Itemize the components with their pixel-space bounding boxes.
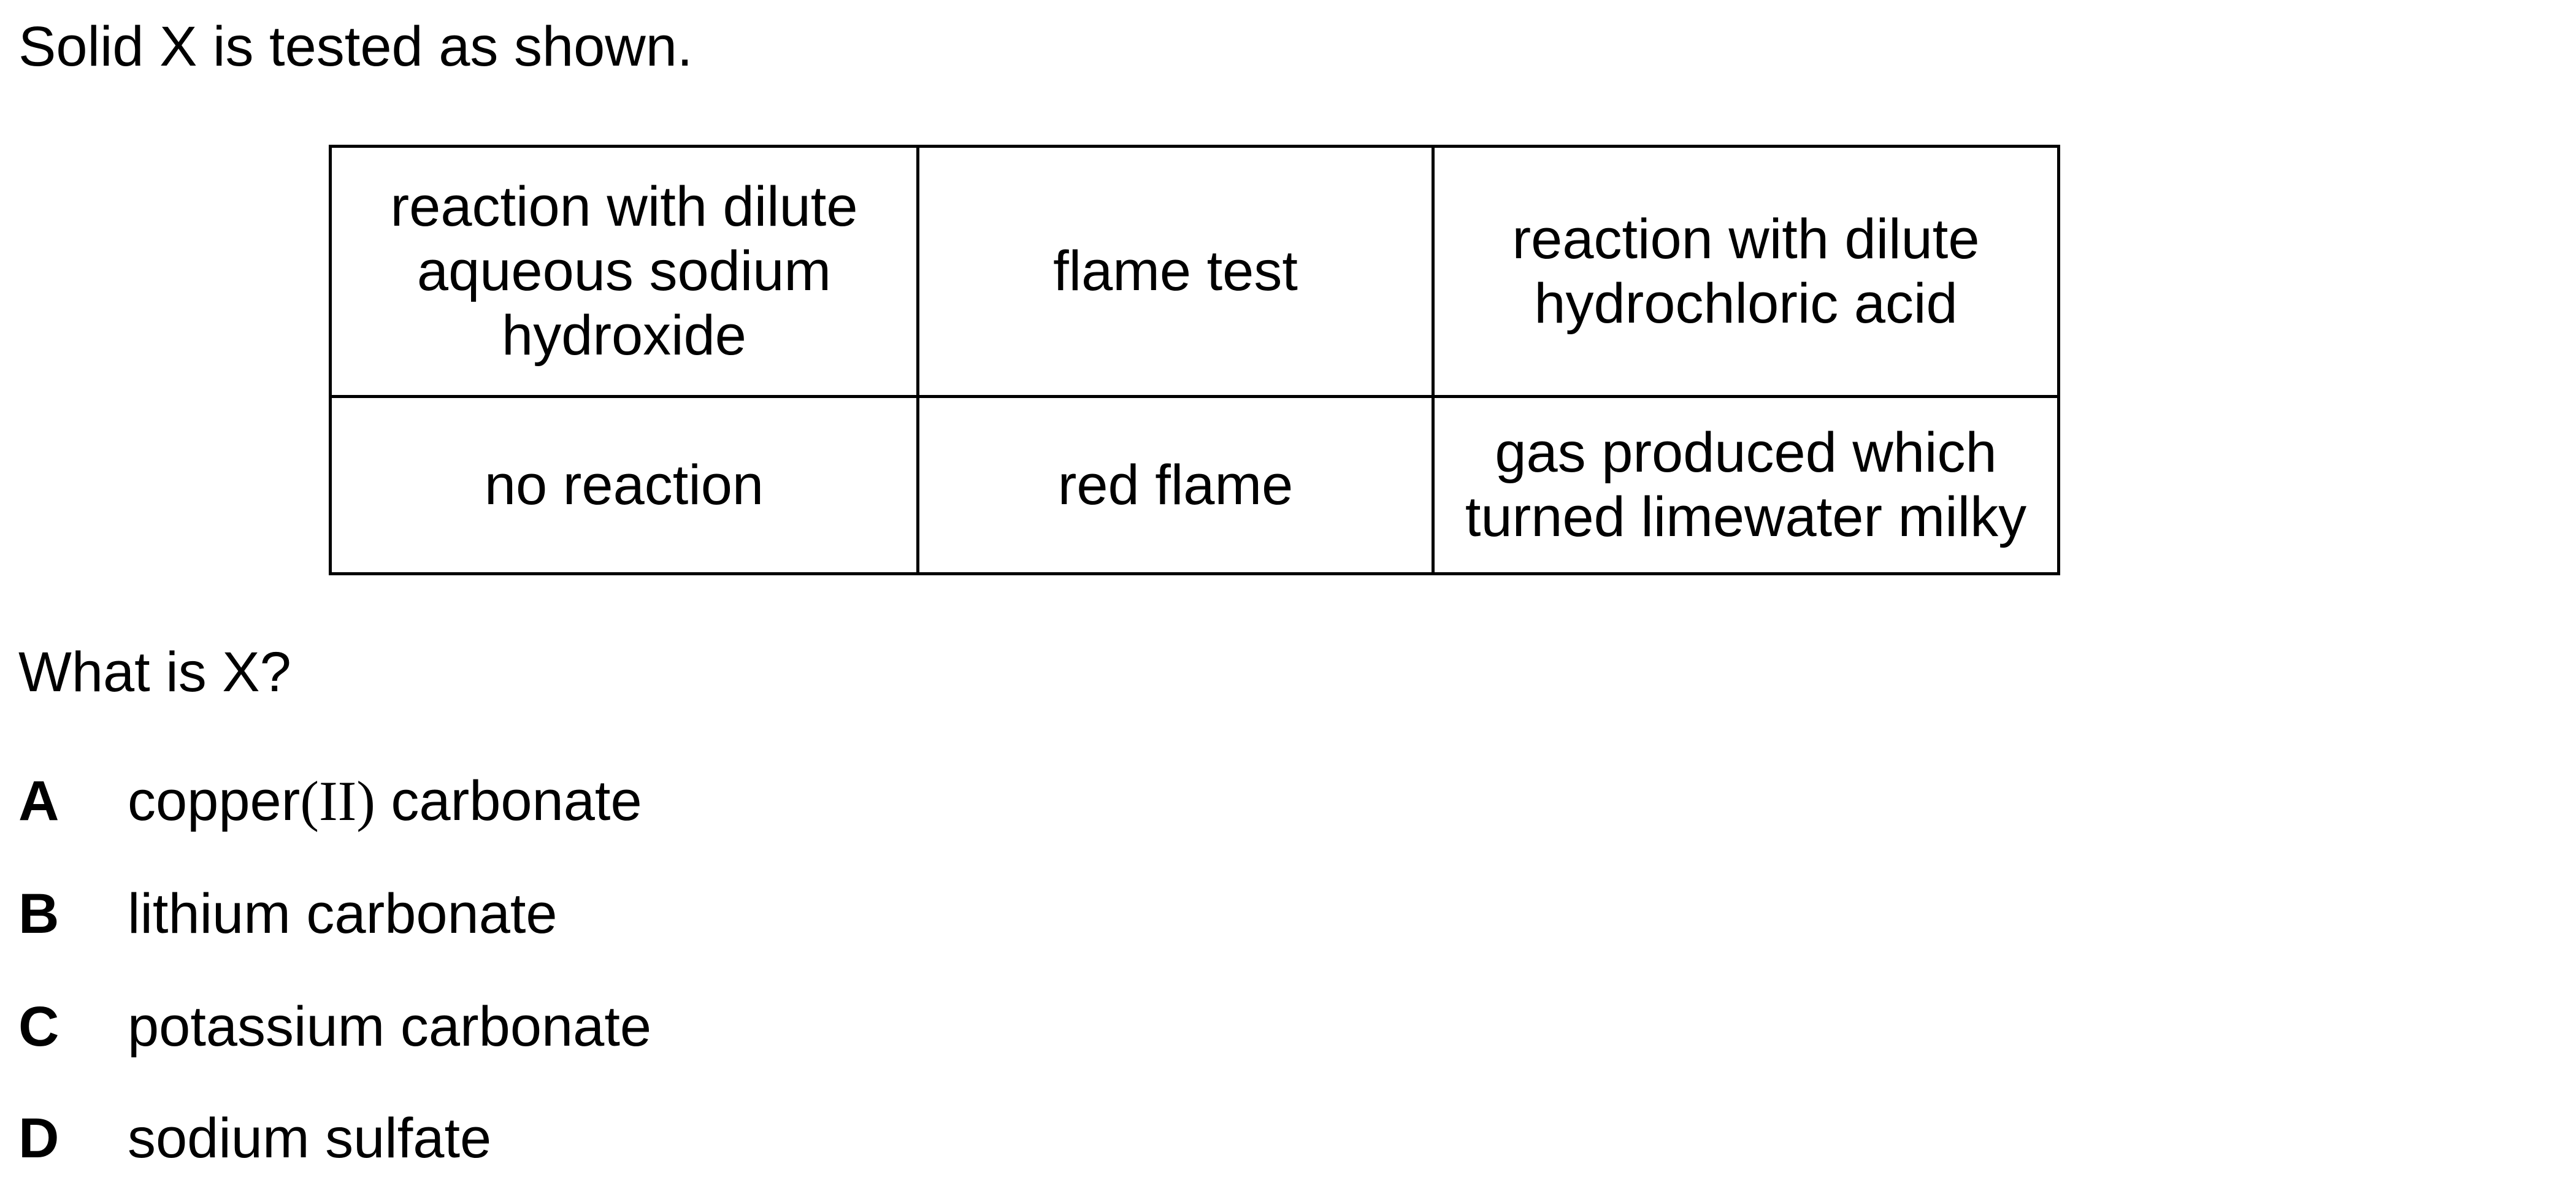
header-cell-hydrochloric-acid: reaction with dilute hydrochloric acid (1432, 145, 2060, 398)
question-text: What is X? (18, 641, 291, 703)
result-cell-flame-test: red flame (916, 395, 1435, 575)
option-letter: A (18, 770, 59, 832)
option-letter: D (18, 1107, 59, 1170)
option-letter: B (18, 883, 59, 945)
option-text: copper(II) carbonate (128, 770, 642, 832)
option-text-part: copper (128, 770, 301, 832)
option-text: lithium carbonate (128, 883, 558, 945)
table-result-row: no reaction red flame gas produced which… (329, 395, 2060, 575)
option-text: potassium carbonate (128, 995, 652, 1058)
result-cell-hydrochloric-acid: gas produced which turned limewater milk… (1432, 395, 2060, 575)
option-text-part: carbonate (375, 770, 642, 832)
option-letter: C (18, 995, 59, 1058)
header-cell-flame-test: flame test (916, 145, 1435, 398)
table-header-row: reaction with dilute aqueous sodium hydr… (329, 145, 2060, 398)
header-cell-sodium-hydroxide: reaction with dilute aqueous sodium hydr… (329, 145, 919, 398)
result-cell-sodium-hydroxide: no reaction (329, 395, 919, 575)
option-text: sodium sulfate (128, 1107, 492, 1170)
intro-text: Solid X is tested as shown. (18, 15, 693, 78)
test-results-table: reaction with dilute aqueous sodium hydr… (329, 145, 2060, 575)
roman-numeral: (II) (300, 770, 375, 832)
